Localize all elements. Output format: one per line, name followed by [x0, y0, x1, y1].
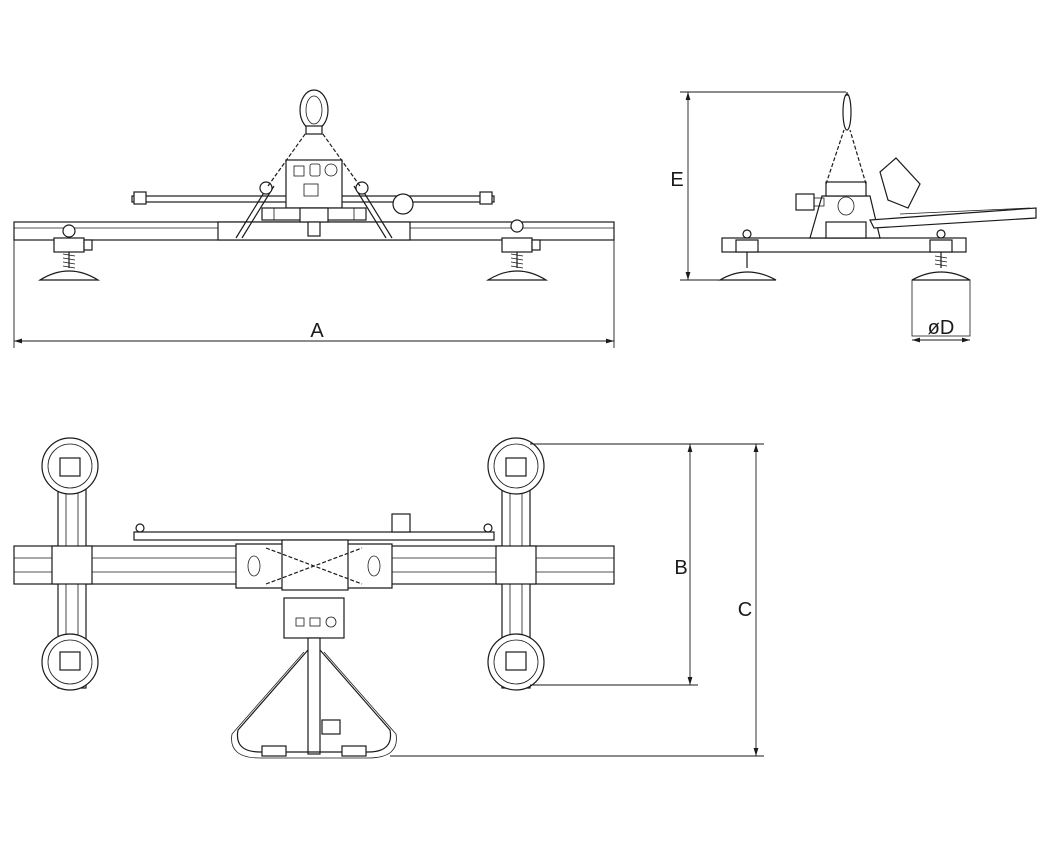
right-suction-cup: [485, 219, 549, 281]
side-handle: [869, 207, 1037, 229]
side-valve: [795, 193, 815, 211]
dimension-b-label: B: [674, 557, 687, 579]
knob: [392, 193, 414, 215]
front-view: A: [13, 89, 615, 348]
left-suction-cup: [37, 224, 101, 281]
dimension-e-label: E: [670, 169, 683, 191]
dimension-d-label: øD: [928, 317, 955, 339]
top-view: B C: [13, 437, 764, 759]
side-view: øD E: [670, 91, 1037, 343]
side-box: [879, 157, 921, 209]
dimension-a-label: A: [310, 320, 324, 342]
dimension-c-label: C: [738, 599, 752, 621]
